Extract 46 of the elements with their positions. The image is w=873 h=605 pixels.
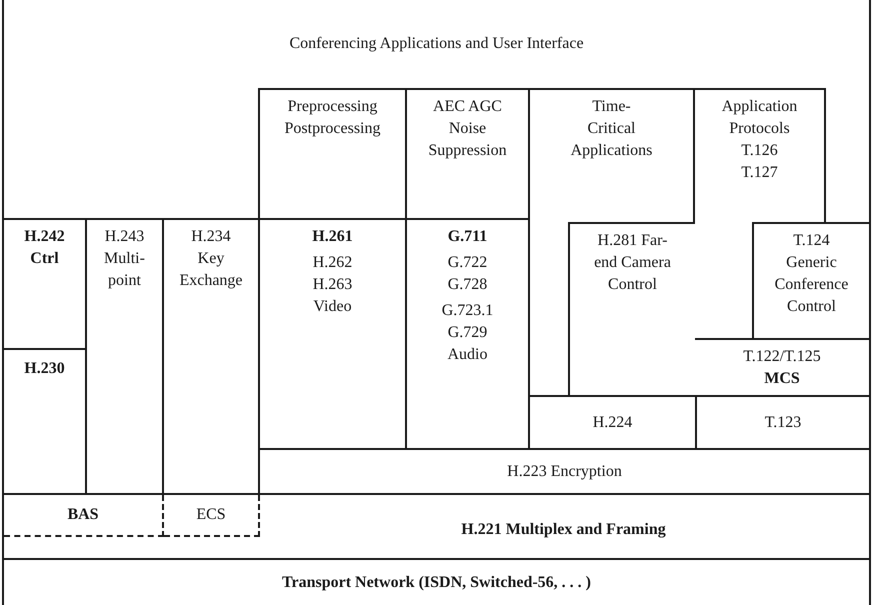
protocol-label: Time-Critical Applications	[570, 97, 652, 161]
protocol-box	[258, 448, 871, 493]
protocol-label: T.122/T.125	[743, 346, 821, 366]
protocol-box	[528, 395, 695, 448]
protocol-box	[2, 493, 871, 558]
protocol-label: H.221 Multiplex and Framing	[461, 520, 666, 540]
protocol-box	[258, 218, 405, 448]
protocol-box	[4, 495, 164, 537]
protocol-box	[405, 88, 528, 218]
protocol-box	[405, 218, 528, 448]
protocol-box	[2, 0, 871, 88]
protocol-box	[752, 222, 871, 338]
protocol-box	[164, 495, 260, 537]
protocol-box	[2, 348, 85, 493]
protocol-label: H.262 H.263 Video	[312, 253, 352, 317]
protocol-box	[2, 558, 871, 605]
protocol-label: H.243 Multi-point	[104, 227, 145, 291]
protocol-label: H.223 Encryption	[507, 462, 622, 482]
protocol-box	[695, 338, 871, 395]
protocol-label: Conferencing Applications and User Interface	[289, 34, 584, 54]
protocol-label: H.261	[312, 227, 353, 247]
protocol-label: BAS	[67, 505, 99, 525]
protocol-box	[528, 88, 695, 395]
protocol-box	[85, 218, 162, 493]
protocol-label: H.224	[592, 412, 632, 432]
protocol-label: Transport Network (ISDN, Switched-56, . . . )	[282, 572, 592, 592]
protocol-box	[162, 218, 258, 493]
protocol-label: Application Protocols T.126 T.127	[722, 97, 798, 183]
protocol-box	[568, 222, 695, 397]
protocol-box	[695, 395, 871, 448]
protocol-label: Preprocessing Postprocessing	[284, 97, 380, 139]
protocol-label: H.242 Ctrl	[24, 227, 65, 269]
protocol-label: G.711	[448, 227, 488, 247]
protocol-label: G.722 G.728	[448, 253, 488, 295]
protocol-label: AEC AGC Noise Suppression	[428, 97, 507, 161]
protocol-box	[695, 88, 826, 222]
protocol-label: T.123	[764, 412, 802, 432]
protocol-label: G.723.1 G.729 Audio	[442, 301, 494, 365]
protocol-box	[258, 88, 405, 218]
protocol-label: T.124 Generic Conference Control	[774, 231, 848, 317]
protocol-label: ECS	[196, 505, 226, 525]
protocol-label: H.230	[24, 359, 65, 379]
protocol-label: H.281 Far-end Camera Control	[593, 231, 672, 295]
protocol-box	[2, 218, 85, 348]
protocol-label: H.234 Key Exchange	[179, 227, 243, 291]
protocol-label: MCS	[764, 368, 800, 388]
